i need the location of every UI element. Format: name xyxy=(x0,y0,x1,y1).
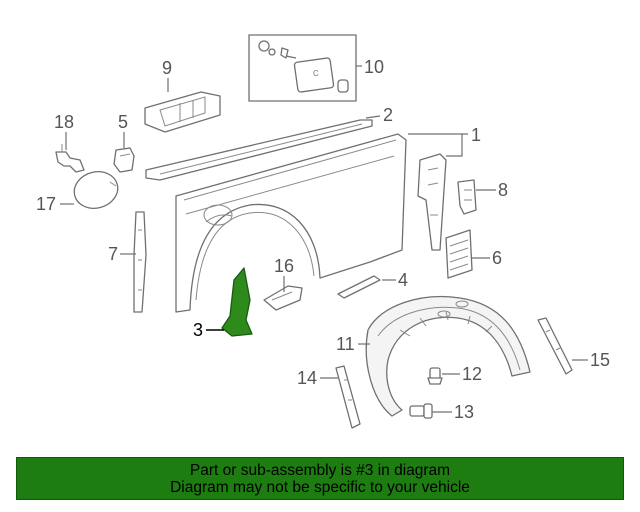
callout-18: 18 xyxy=(54,112,74,132)
callout-16: 16 xyxy=(274,256,294,276)
leader-lines xyxy=(60,65,588,413)
callout-4: 4 xyxy=(398,270,408,290)
part-3-highlighted-panel xyxy=(221,267,253,337)
part-17-fuel-door xyxy=(73,171,119,209)
part-15-strip xyxy=(537,317,573,375)
callout-14: 14 xyxy=(297,368,317,388)
part-7-strip xyxy=(133,211,147,313)
inner-bracket xyxy=(417,153,447,251)
callout-1: 1 xyxy=(471,125,481,145)
banner-line-1: Part or sub-assembly is #3 in diagram xyxy=(189,462,451,479)
part-1-bed-side-panel xyxy=(175,133,407,313)
callout-10: 10 xyxy=(364,57,384,77)
part-18-bracket xyxy=(55,144,85,173)
part-9-storage-box xyxy=(144,91,221,133)
callout-6: 6 xyxy=(492,248,502,268)
banner-line-2: Diagram may not be specific to your vehi… xyxy=(170,479,470,496)
part-5-clip xyxy=(113,147,135,173)
info-banner: Part or sub-assembly is #3 in diagram Di… xyxy=(16,457,624,500)
part-8-bracket xyxy=(457,179,477,215)
callout-8: 8 xyxy=(498,180,508,200)
callout-9: 9 xyxy=(162,58,172,78)
callout-17: 17 xyxy=(36,194,56,214)
part-16-pad xyxy=(263,285,303,311)
callout-12: 12 xyxy=(462,364,482,384)
part-14-bracket xyxy=(335,365,361,429)
callout-5: 5 xyxy=(118,112,128,132)
callout-7: 7 xyxy=(108,244,118,264)
part-6-vent xyxy=(445,229,473,279)
callout-15: 15 xyxy=(590,350,610,370)
part-12-clip xyxy=(427,367,443,385)
callout-3: 3 xyxy=(193,320,203,340)
callout-13: 13 xyxy=(454,402,474,422)
part-10-hardware-kit: C xyxy=(248,34,357,102)
part-2-rail-cap xyxy=(145,119,373,181)
callout-11: 11 xyxy=(336,334,355,354)
part-11-wheel-liner xyxy=(365,296,531,417)
svg-text:C: C xyxy=(313,69,319,78)
part-13-bolt xyxy=(409,403,433,419)
callout-2: 2 xyxy=(383,105,393,125)
part-4-seal xyxy=(337,275,381,299)
